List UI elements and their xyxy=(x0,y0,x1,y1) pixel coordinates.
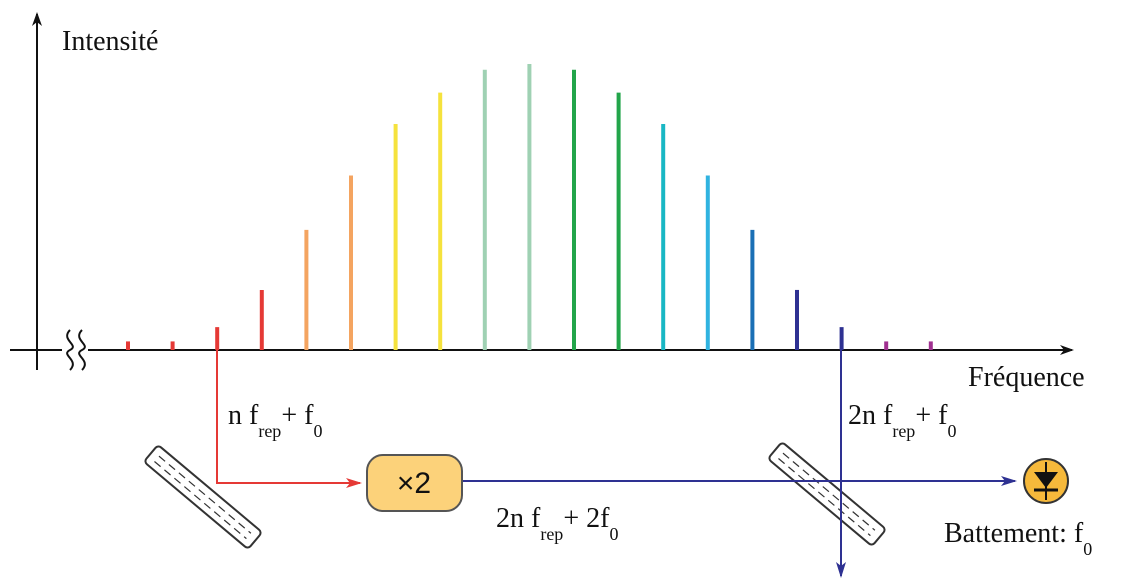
left-beam-label: n frep+ f0 xyxy=(228,400,322,441)
comb-lines xyxy=(126,64,933,350)
left-mirror-icon xyxy=(144,445,262,549)
frequency-doubler: ×2 xyxy=(366,454,463,512)
x-axis-label: Fréquence xyxy=(968,362,1085,393)
right-beam-label: 2n frep+ f0 xyxy=(848,400,956,441)
doubler-label: ×2 xyxy=(397,467,431,500)
beat-label: Battement: f0 xyxy=(944,518,1092,559)
right-mirror-icon xyxy=(768,442,886,546)
axis-break-icon xyxy=(62,328,88,371)
red-beam xyxy=(216,350,362,488)
doubled-beam-label: 2n frep+ 2f0 xyxy=(496,503,618,544)
y-axis-label: Intensité xyxy=(62,26,158,57)
photodiode-icon xyxy=(1023,458,1069,504)
